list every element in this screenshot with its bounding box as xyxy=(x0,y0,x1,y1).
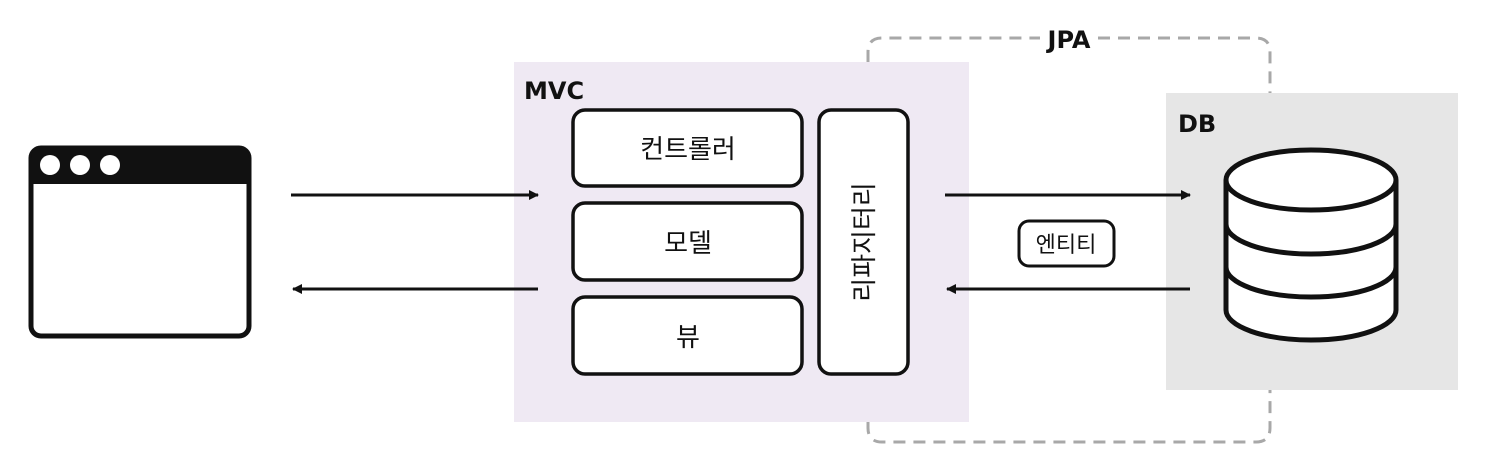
db-label: DB xyxy=(1178,110,1216,138)
view-box: 뷰 xyxy=(571,295,804,376)
jpa-label: JPA xyxy=(1046,26,1091,54)
database-cylinder-icon xyxy=(1223,147,1399,343)
controller-label: 컨트롤러 xyxy=(640,135,736,165)
view-label: 뷰 xyxy=(676,323,700,353)
controller-box: 컨트롤러 xyxy=(571,108,804,188)
jpa-dashed-border-top xyxy=(866,36,1272,93)
repository-box: 리파지터리 xyxy=(817,108,910,376)
repository-label: 리파지터리 xyxy=(850,182,880,302)
mvc-label: MVC xyxy=(524,77,584,105)
model-box: 모델 xyxy=(571,201,804,282)
model-label: 모델 xyxy=(664,229,712,259)
jpa-dashed-border-bottom xyxy=(866,390,1272,444)
browser-window-icon xyxy=(28,145,252,339)
entity-badge: 엔티티 xyxy=(1017,219,1116,268)
entity-label: 엔티티 xyxy=(1036,233,1097,258)
